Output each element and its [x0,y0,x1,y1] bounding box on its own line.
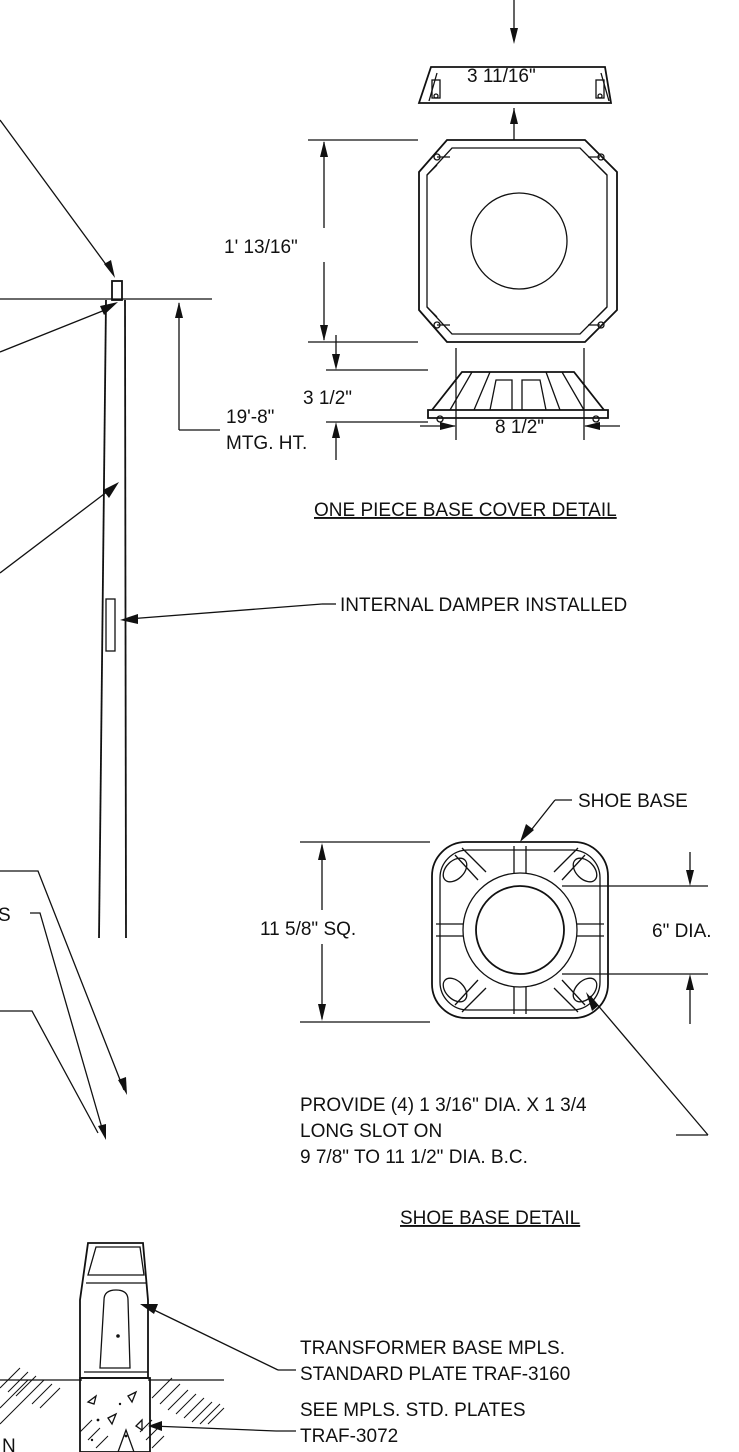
transformer-base [79,1242,296,1379]
transformer-base-line2: STANDARD PLATE TRAF-3160 [300,1364,570,1385]
shoe-base-elevation [326,335,609,460]
slot-note-line1: PROVIDE (4) 1 3/16" DIA. X 1 3/4 [300,1095,587,1116]
base-cover-elevation [417,0,613,140]
shoe-height-dim: 3 1/2" [303,388,352,409]
base-cover-plan [308,139,620,440]
std-plates-line2: TRAF-3072 [300,1426,398,1447]
slot-note-line3: 9 7/8" TO 11 1/2" DIA. B.C. [300,1147,528,1168]
foundation [0,1367,296,1452]
shoe-base-label: SHOE BASE [578,791,688,812]
mounting-height-value: 19'-8" [226,407,274,428]
shoe-detail-title: SHOE BASE DETAIL [400,1208,580,1229]
std-plates-line1: SEE MPLS. STD. PLATES [300,1400,526,1421]
slot-note-line2: LONG SLOT ON [300,1121,442,1142]
cover-width-dim: 1' 13/16" [224,237,298,258]
cutoff-n-label: N [2,1436,16,1452]
shoe-base-plan [300,799,709,1136]
cover-detail-title: ONE PIECE BASE COVER DETAIL [314,500,617,521]
cover-height-dim: 3 11/16" [467,66,536,87]
mounting-height-label: MTG. HT. [226,433,307,454]
shoe-square-dim: 11 5/8" SQ. [260,919,356,940]
cover-depth-dim: 8 1/2" [495,417,544,438]
pole [0,119,336,1140]
transformer-base-line1: TRANSFORMER BASE MPLS. [300,1338,565,1359]
cutoff-s-label: S [0,905,11,926]
shoe-hole-dia-dim: 6" DIA. [652,921,712,942]
internal-damper-label: INTERNAL DAMPER INSTALLED [340,595,627,616]
